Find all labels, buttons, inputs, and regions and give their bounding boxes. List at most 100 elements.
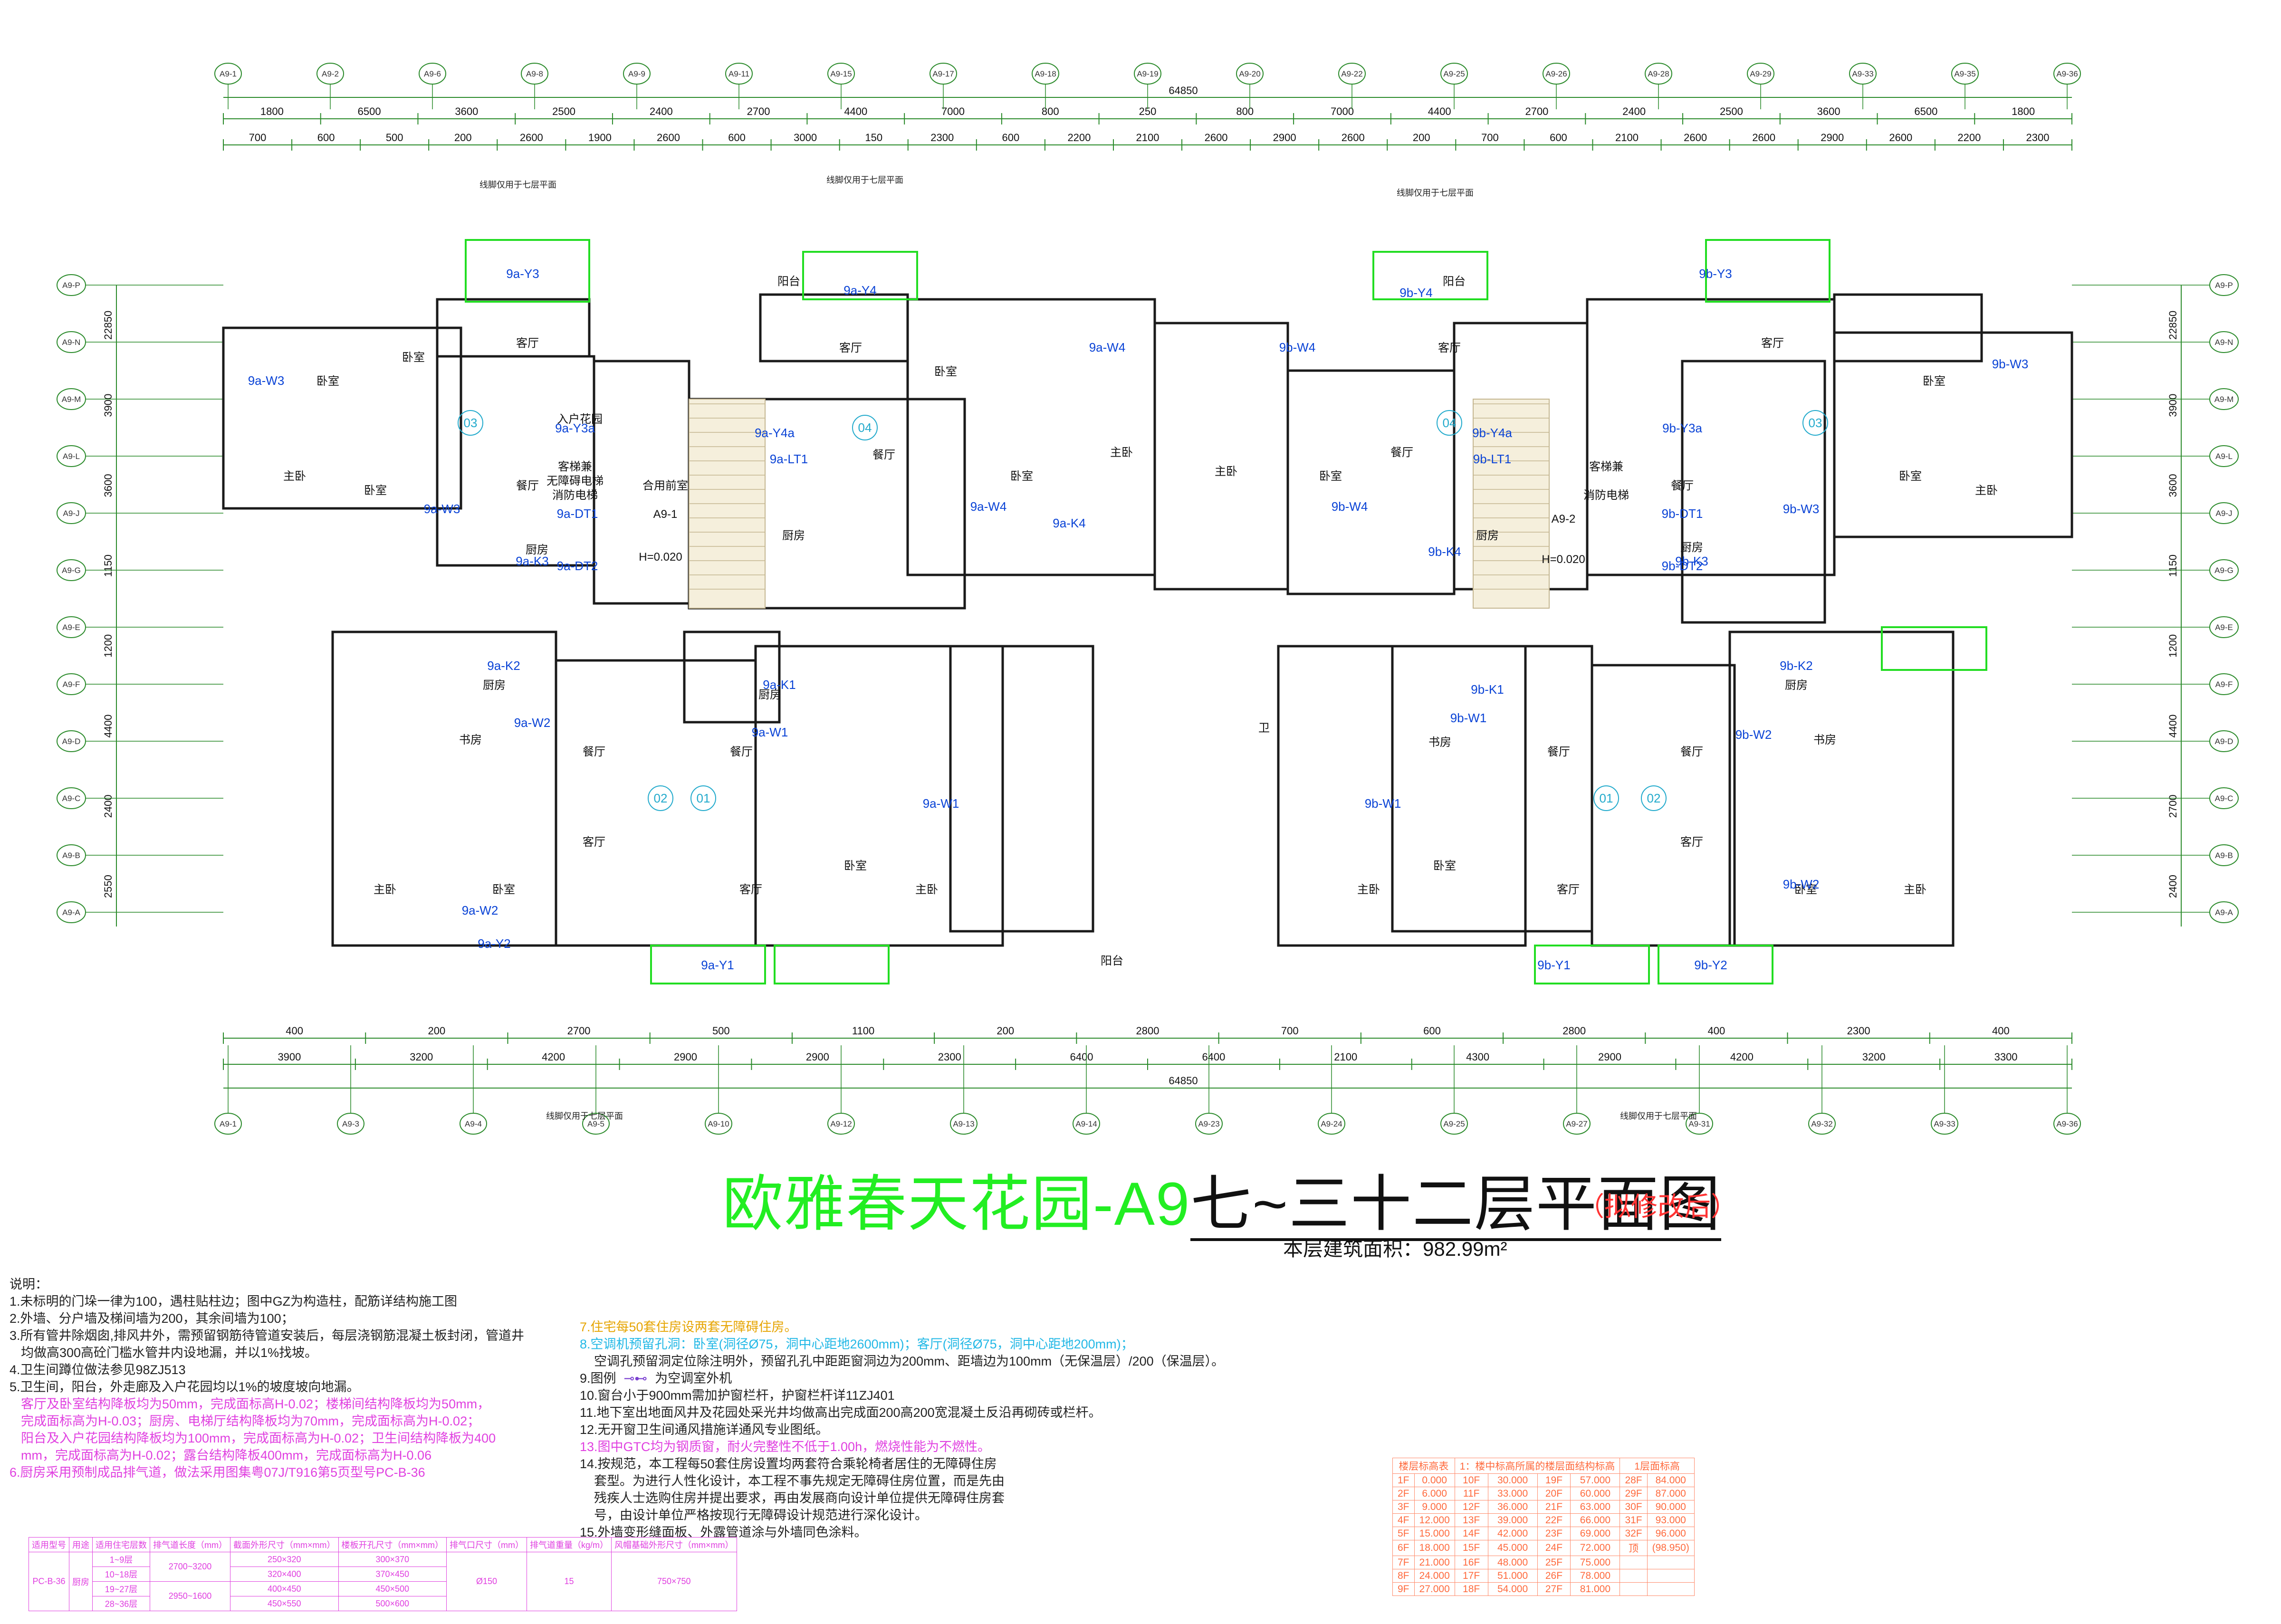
dim-top-major-label: 7000 [941, 105, 965, 117]
axis-bottom-circle [705, 1113, 732, 1135]
note-8: 8.空调机预留孔洞：卧室(洞径Ø75，洞中心距地2600mm)；客厅(洞径Ø75… [580, 1337, 1134, 1351]
notes-heading: 说明： [10, 1277, 48, 1291]
axis-top-label: A9-19 [1137, 69, 1158, 78]
axis-top-label: A9-1 [220, 69, 237, 78]
dim-bottom-major-label: 2900 [806, 1051, 829, 1063]
unit-code: 9b-W1 [1365, 796, 1401, 811]
room-label: 餐厅 [872, 449, 895, 461]
ac-unit-icon: ⊸⊷ [623, 1371, 648, 1385]
room-label: 卧室 [1319, 470, 1342, 483]
floor-cell: 29F [1620, 1487, 1648, 1500]
axis-top-circle [1440, 63, 1468, 85]
wall-block [222, 326, 462, 510]
axis-bottom-label: A9-23 [1198, 1119, 1219, 1128]
wall-block [331, 630, 557, 947]
dim-left-label: 2550 [102, 875, 114, 898]
room-labels: 客厅卧室卧室主卧卧室餐厅厨房入户花园客梯兼无障碍电梯消防电梯合用前室阳台客厅卧室… [248, 175, 2029, 1121]
note-5b: 完成面标高为H-0.03；厨房、电梯厅结构降板均为70mm，完成面标高为H-0.… [21, 1414, 480, 1428]
dim-left-label: 22850 [102, 311, 114, 340]
dim-right-label: 1200 [2167, 634, 2179, 658]
dim-bottom-minor-label: 2300 [1847, 1025, 1870, 1037]
room-label: 客厅 [1761, 337, 1784, 350]
floor-cell: 75.000 [1570, 1556, 1620, 1569]
room-label: 餐厅 [516, 479, 539, 492]
dim-bottom-major-label: 4300 [1466, 1051, 1489, 1063]
unit-code: 9a-W4 [1089, 340, 1126, 354]
dim-right-label: 3900 [2167, 394, 2179, 417]
note-2: 2.外墙、分户墙及梯间墙为200，其余间墙为100； [10, 1311, 294, 1326]
floor-cell: 30.000 [1487, 1473, 1538, 1487]
dim-bottom-minor-label: 2800 [1136, 1025, 1160, 1037]
room-label: 卧室 [844, 860, 867, 872]
note-1: 1.未标明的门垛一律为100，遇柱贴柱边；图中GZ为构造柱，配筋详结构施工图 [10, 1294, 458, 1309]
room-label: 入户花园 [557, 413, 603, 426]
axis-top-label: A9-22 [1341, 69, 1362, 78]
axis-bottom-circle [827, 1113, 855, 1135]
floor-cell: 51.000 [1487, 1569, 1538, 1583]
room-label: 卧室 [1899, 470, 1922, 483]
unit-code: 9a-Y2 [478, 936, 510, 951]
room-label: 合用前室 [642, 479, 688, 492]
molding-note: 线脚仅用于七层平面 [826, 175, 903, 185]
dim-top-major-label: 2700 [1525, 105, 1548, 117]
unit-code: 9b-DT1 [1662, 506, 1703, 521]
wall-block [1286, 369, 1456, 595]
unit-code: 9a-W1 [923, 796, 959, 811]
axis-left-label: A9-G [62, 566, 81, 575]
room-label: 客厅 [839, 342, 862, 354]
floor-cell: 27F [1537, 1582, 1571, 1596]
core-label: A9-2 [1552, 513, 1576, 525]
dim-top-major-label: 2400 [650, 105, 673, 117]
dim-top-minor-label: 2200 [1957, 132, 1981, 143]
dim-bottom-minor-label: 400 [286, 1025, 303, 1037]
room-label: 客厅 [739, 883, 762, 896]
dim-top-major-label: 2500 [1720, 105, 1743, 117]
room-label: 卧室 [1794, 883, 1817, 896]
axis-bottom-label: A9-13 [953, 1119, 974, 1128]
floor-cell: 69.000 [1570, 1527, 1620, 1540]
axis-right-label: A9-D [2215, 737, 2233, 746]
floor-cell: 78.000 [1570, 1569, 1620, 1583]
balcony-outline [802, 251, 918, 300]
dim-bottom-minor-label: 500 [712, 1025, 730, 1037]
axis-top-circle [1236, 63, 1264, 85]
floor-cell: 25F [1537, 1556, 1571, 1569]
axis-top-label: A9-17 [932, 69, 954, 78]
floor-cell: 19F [1537, 1473, 1571, 1487]
room-label: 客厅 [1557, 883, 1580, 896]
axis-bottom-label: A9-4 [465, 1119, 482, 1128]
unit-code: 9b-W1 [1450, 711, 1487, 725]
dim-top-major-label: 800 [1042, 105, 1059, 117]
unit-code: 9b-LT1 [1473, 452, 1511, 466]
axis-bottom-circle [1563, 1113, 1591, 1135]
floor-cell [1620, 1556, 1648, 1569]
dim-bottom-minor-label: 700 [1281, 1025, 1299, 1037]
dim-bottom-minor-label: 1100 [852, 1025, 874, 1037]
floor-cell: 27.000 [1414, 1582, 1455, 1596]
floor-cell: 93.000 [1647, 1513, 1695, 1527]
room-label: 卧室 [316, 375, 339, 388]
unit-number-circle [690, 785, 716, 811]
room-label: 消防电梯 [1583, 489, 1629, 502]
unit-code: 9a-W3 [424, 502, 460, 516]
floor-cell: 48.000 [1487, 1556, 1538, 1569]
dim-right-label: 4400 [2167, 715, 2179, 738]
dim-total-label-bottom: 64850 [1169, 1075, 1198, 1087]
floor-cell: 24F [1537, 1540, 1571, 1556]
wall-block [1728, 630, 1955, 947]
design-notes-right: 7.住宅每50套住房设两套无障碍住房。 8.空调机预留孔洞：卧室(洞径Ø75，洞… [580, 1318, 1293, 1541]
axis-left-label: A9-M [62, 395, 81, 404]
axis-right-label: A9-C [2215, 794, 2233, 803]
axis-top-label: A9-33 [1852, 69, 1873, 78]
unit-code: 9a-Y4 [843, 283, 876, 297]
room-label: 卧室 [1433, 860, 1456, 872]
note-10: 10.窗台小于900mm需加护窗栏杆，护窗栏杆详11ZJ401 [580, 1388, 895, 1403]
unit-number: 04 [1443, 416, 1457, 430]
